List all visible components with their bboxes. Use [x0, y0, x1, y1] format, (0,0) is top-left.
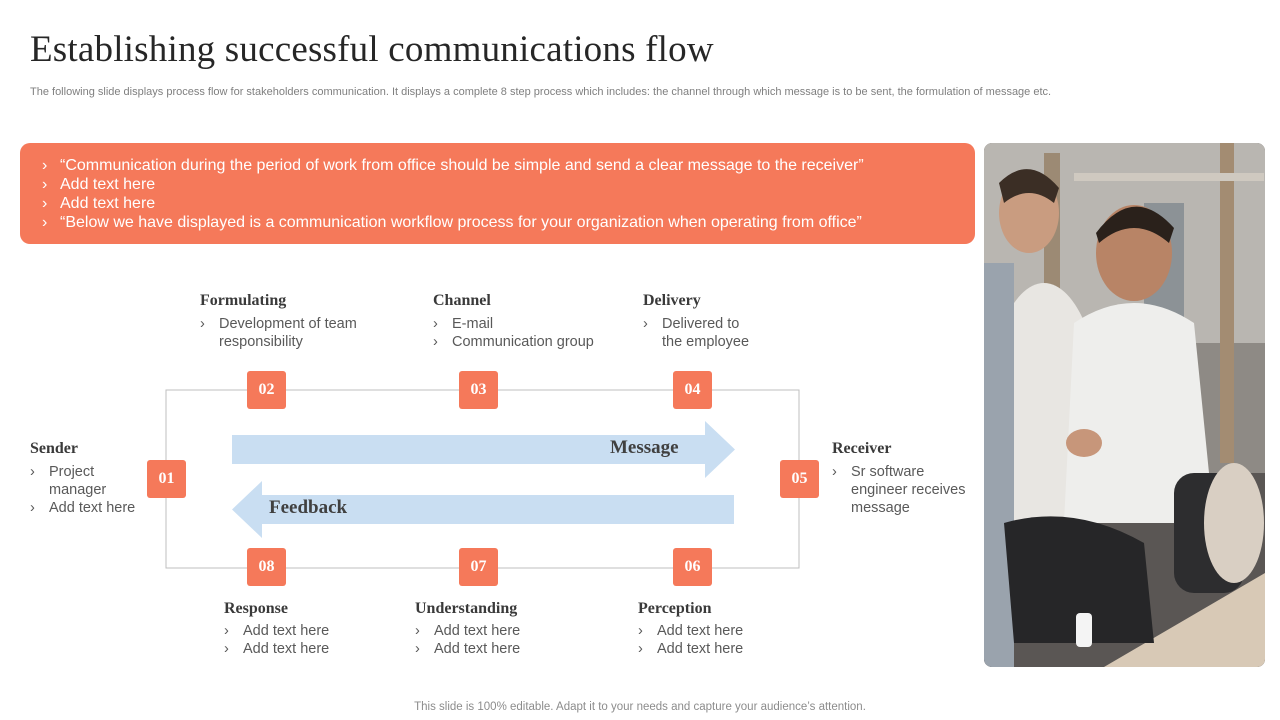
chevron-right-icon: ›: [832, 464, 837, 480]
banner-bullet: ›“Below we have displayed is a communica…: [42, 214, 862, 231]
step-label-sender: Sender: [30, 440, 78, 457]
page-subtitle: The following slide displays process flo…: [30, 86, 1052, 98]
step-badge-01: 01: [147, 460, 186, 498]
message-label: Message: [610, 437, 679, 458]
banner-bullet: ›“Communication during the period of wor…: [42, 157, 864, 174]
photo-illustration: [984, 143, 1265, 667]
step-label-perception: Perception: [638, 600, 712, 617]
chevron-right-icon: ›: [224, 641, 229, 657]
step-items-understanding: ›Add text here ›Add text here: [415, 622, 520, 658]
step-badge-05: 05: [780, 460, 819, 498]
list-item: ›Add text here: [224, 641, 330, 657]
list-item: ›Project manager: [30, 464, 107, 498]
step-items-perception: ›Add text here ›Add text here: [638, 622, 743, 658]
flow-frame: [165, 389, 800, 569]
step-badge-03: 03: [459, 371, 498, 409]
list-item: ›Add text here: [638, 641, 744, 657]
footer-note: This slide is 100% editable. Adapt it to…: [414, 701, 866, 713]
chevron-right-icon: ›: [42, 195, 48, 212]
list-item: ›Delivered to the employee: [643, 316, 750, 350]
step-badge-04: 04: [673, 371, 712, 409]
list-item: ›Add text here: [224, 623, 330, 639]
chevron-right-icon: ›: [42, 157, 48, 174]
chevron-right-icon: ›: [42, 214, 48, 231]
step-label-response: Response: [224, 600, 289, 617]
chevron-right-icon: ›: [415, 641, 420, 657]
chevron-right-icon: ›: [638, 623, 643, 639]
chevron-right-icon: ›: [200, 316, 205, 332]
feedback-label: Feedback: [269, 497, 348, 518]
list-item: ›Communication group: [433, 334, 594, 350]
banner-bullet: ›Add text here: [42, 176, 156, 193]
list-item: ›Add text here: [415, 641, 521, 657]
chevron-right-icon: ›: [224, 623, 229, 639]
chevron-right-icon: ›: [643, 316, 648, 332]
step-items-delivery: ›Delivered to the employee: [643, 315, 763, 351]
step-items-channel: ›E-mail ›Communication group: [433, 315, 594, 351]
step-items-receiver: ›Sr software engineer receives message: [832, 463, 972, 517]
step-label-receiver: Receiver: [832, 440, 892, 457]
step-items-response: ›Add text here ›Add text here: [224, 622, 329, 658]
step-badge-02: 02: [247, 371, 286, 409]
step-label-formulating: Formulating: [200, 292, 287, 309]
step-label-understanding: Understanding: [415, 600, 518, 617]
step-badge-07: 07: [459, 548, 498, 586]
step-items-sender: ›Project manager ›Add text here: [30, 463, 140, 517]
chevron-right-icon: ›: [415, 623, 420, 639]
chevron-right-icon: ›: [42, 176, 48, 193]
step-label-delivery: Delivery: [643, 292, 701, 309]
list-item: ›Add text here: [638, 623, 744, 639]
list-item: ›Add text here: [30, 500, 136, 516]
office-team-photo: [984, 143, 1265, 667]
chevron-right-icon: ›: [30, 464, 35, 480]
chevron-right-icon: ›: [30, 500, 35, 516]
list-item: ›E-mail: [433, 316, 494, 332]
list-item: ›Development of team responsibility: [200, 316, 357, 350]
list-item: ›Add text here: [415, 623, 521, 639]
step-badge-06: 06: [673, 548, 712, 586]
list-item: ›Sr software engineer receives message: [832, 464, 966, 516]
highlight-banner: ›“Communication during the period of wor…: [20, 143, 975, 244]
page-title: Establishing successful communications f…: [30, 29, 714, 70]
step-badge-08: 08: [247, 548, 286, 586]
chevron-right-icon: ›: [433, 334, 438, 350]
step-items-formulating: ›Development of team responsibility: [200, 315, 360, 351]
chevron-right-icon: ›: [433, 316, 438, 332]
step-label-channel: Channel: [433, 292, 491, 309]
banner-bullet: ›Add text here: [42, 195, 156, 212]
chevron-right-icon: ›: [638, 641, 643, 657]
